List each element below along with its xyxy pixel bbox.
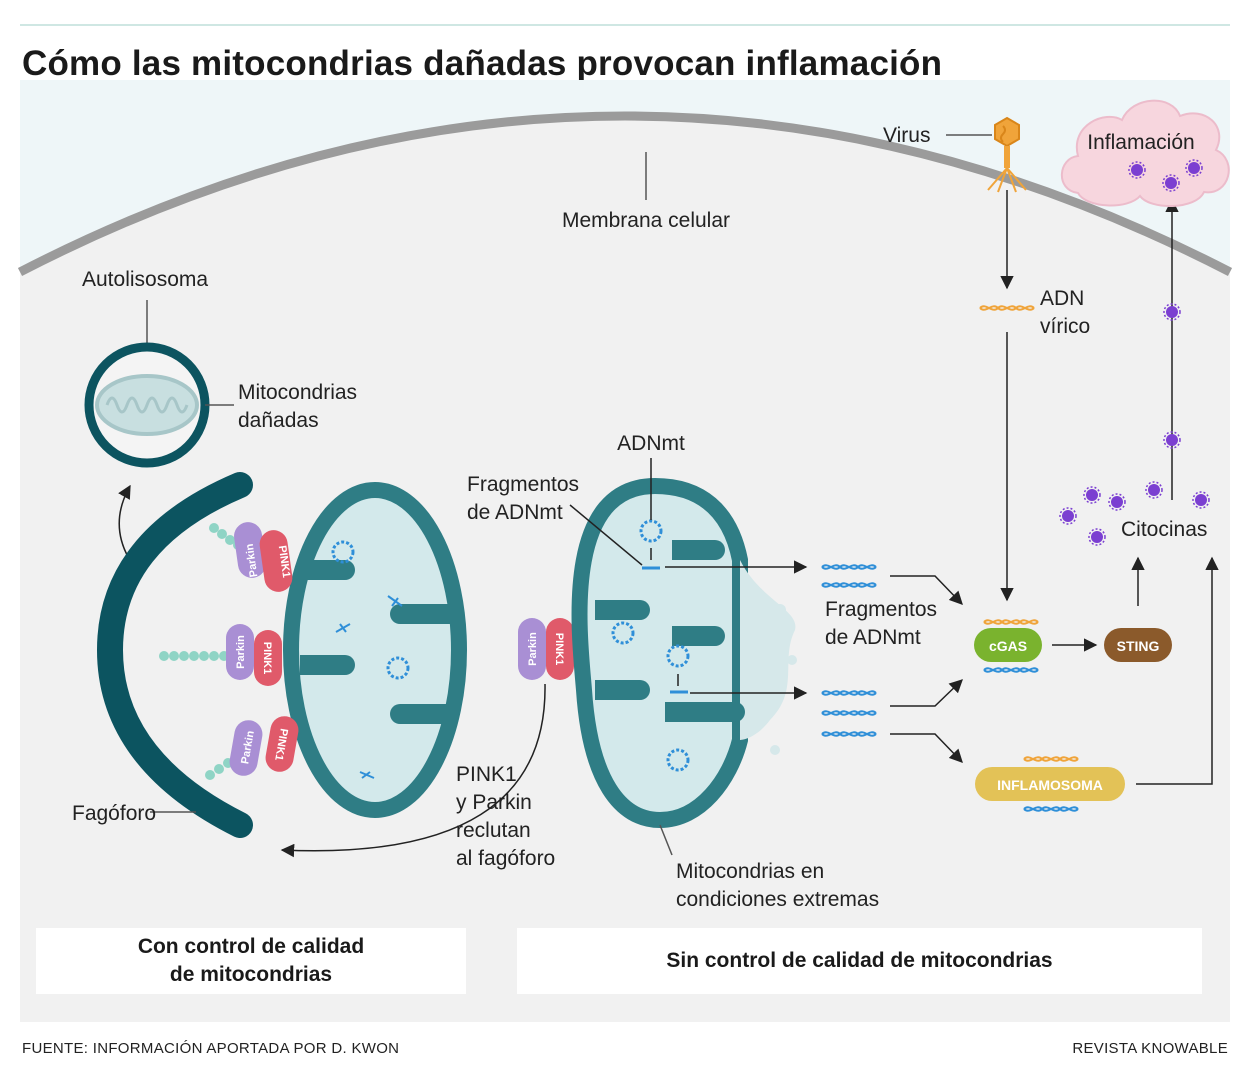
fragments-top-label-1: Fragmentos — [467, 473, 579, 496]
inflamosoma-label: INFLAMOSOMA — [997, 777, 1103, 793]
viral-dna-label-1: ADN — [1040, 287, 1084, 310]
source-footer: FUENTE: INFORMACIÓN APORTADA POR D. KWON — [22, 1040, 400, 1057]
protein-pair-top: Parkin PINK1 — [234, 522, 293, 592]
recruit-label-1: PINK1 — [456, 763, 517, 786]
fragments-to-cgas-arrow — [890, 575, 963, 605]
inflamosoma-to-cytokines-arrow — [1136, 556, 1219, 785]
inflammation-label: Inflamación — [1087, 131, 1194, 154]
inflamosoma-pill: INFLAMOSOMA — [975, 767, 1125, 801]
protein-pair-bottom: Parkin PINK1 — [229, 716, 299, 776]
fragments-to-cgas-arrow-2 — [890, 679, 963, 707]
fragments-mid-label-2: de ADNmt — [825, 626, 921, 649]
parkin-label-free: Parkin — [527, 632, 539, 666]
fragments-mid-label-1: Fragmentos — [825, 598, 937, 621]
phagophore-label: Fagóforo — [72, 802, 156, 825]
stressed-mito-label-2: condiciones extremas — [676, 888, 879, 911]
viral-dna-label-2: vírico — [1040, 315, 1090, 338]
recruit-arrow — [280, 683, 546, 858]
left-mitochondrion — [283, 482, 467, 818]
protein-pair-free: Parkin PINK1 — [518, 618, 574, 680]
left-caption-line-1: Con control de calidad — [137, 935, 365, 958]
stressed-mitochondrion — [571, 477, 797, 829]
pink1-label-free: PINK1 — [553, 633, 565, 665]
sting-label: STING — [1117, 638, 1160, 654]
publisher-footer: REVISTA KNOWABLE — [1072, 1040, 1228, 1057]
right-caption: Sin control de calidad de mitocondrias — [666, 949, 1053, 972]
fragments-top-leader — [569, 504, 643, 566]
cgas-pill: cGAS — [974, 628, 1042, 662]
left-caption-line-2: de mitocondrias — [169, 963, 333, 986]
stressed-mito-label-1: Mitocondrias en — [676, 860, 824, 883]
phagophore — [96, 472, 253, 838]
fragments-to-inflamosoma-arrow — [890, 733, 963, 763]
right-caption-box: Sin control de calidad de mitocondrias — [517, 928, 1202, 994]
cytokines-label: Citocinas — [1121, 518, 1207, 541]
cell-membrane — [17, 111, 1233, 277]
virus-icon — [987, 116, 1027, 193]
damaged-mito-label-2: dañadas — [238, 409, 319, 432]
sting-pill: STING — [1104, 628, 1172, 662]
parkin-label-middle: Parkin — [235, 635, 247, 669]
adnmt-label: ADNmt — [617, 432, 685, 455]
pink1-label-top: PINK1 — [276, 545, 292, 579]
damaged-mito-label-1: Mitocondrias — [238, 381, 357, 404]
recruit-label-2: y Parkin — [456, 791, 532, 814]
membrane-label: Membrana celular — [562, 209, 730, 232]
extracellular-area — [20, 80, 1230, 270]
stressed-mito-leader — [659, 824, 673, 856]
autolysosome — [84, 342, 210, 468]
protein-pair-middle: Parkin PINK1 — [226, 624, 282, 686]
recruit-label-3: reclutan — [456, 819, 531, 842]
virus-label: Virus — [883, 124, 930, 147]
autolysosome-label: Autolisosoma — [82, 268, 208, 291]
left-caption-box: Con control de calidad de mitocondrias — [36, 928, 466, 994]
pink1-label-middle: PINK1 — [261, 642, 273, 674]
top-rule — [20, 24, 1230, 26]
fragments-top-label-2: de ADNmt — [467, 501, 563, 524]
page-title: Cómo las mitocondrias dañadas provocan i… — [22, 44, 943, 83]
cgas-label: cGAS — [989, 638, 1027, 654]
recruit-label-4: al fagóforo — [456, 847, 555, 870]
pink1-label-bottom: PINK1 — [272, 728, 289, 762]
parkin-label-top: Parkin — [244, 543, 261, 578]
inflammation-cloud — [1060, 99, 1230, 207]
parkin-label-bottom: Parkin — [239, 730, 257, 765]
